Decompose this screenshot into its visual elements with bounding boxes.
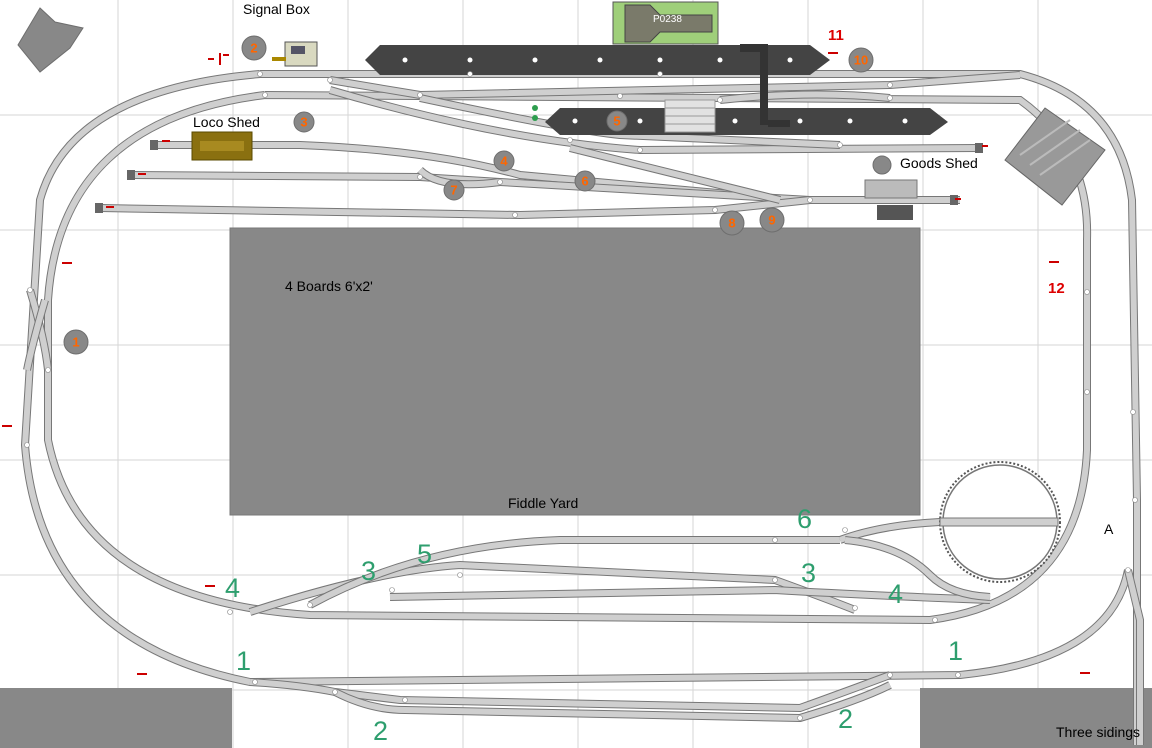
building-icon — [17, 7, 84, 73]
signal-icon — [2, 52, 1090, 675]
corner-board-left — [0, 688, 232, 748]
point-badge-5[interactable]: 5 — [606, 110, 628, 132]
platform-canopy — [664, 99, 716, 133]
fiddle-point-5: 5 — [417, 539, 432, 569]
fiddle-point-1-right: 1 — [948, 636, 963, 666]
signal-box-building — [272, 41, 318, 67]
svg-text:4: 4 — [500, 154, 508, 169]
fiddle-point-1-left: 1 — [236, 646, 251, 676]
track-joints — [24, 71, 1138, 721]
svg-text:2: 2 — [250, 41, 257, 56]
junction-a-label: A — [1104, 521, 1114, 537]
svg-text:3: 3 — [300, 115, 307, 130]
station-building: P0238 — [612, 1, 719, 45]
signal-number-12: 12 — [1048, 280, 1065, 297]
fiddle-point-3-left: 3 — [361, 556, 376, 586]
svg-text:5: 5 — [613, 114, 620, 129]
point-badge-9[interactable]: 9 — [759, 207, 785, 233]
point-badge-7[interactable]: 7 — [443, 179, 465, 201]
buffer-stop-icon — [95, 140, 983, 213]
point-badge-4[interactable]: 4 — [493, 150, 515, 172]
signal-number-11: 11 — [828, 27, 844, 44]
station-building-code: P0238 — [653, 14, 682, 25]
fiddle-yard-label: Fiddle Yard — [508, 495, 578, 511]
point-badge-3[interactable]: 3 — [293, 111, 315, 133]
svg-text:7: 7 — [450, 183, 457, 198]
signal-lamp-green — [532, 115, 538, 121]
point-badge-2[interactable]: 2 — [241, 35, 267, 61]
point-badge-1[interactable]: 1 — [63, 329, 89, 355]
point-badge-10[interactable]: 10 — [848, 47, 874, 73]
point-badge-8[interactable]: 8 — [719, 210, 745, 236]
three-sidings-label: Three sidings — [1056, 724, 1140, 740]
point-badge-goods[interactable] — [872, 155, 892, 175]
boards-label: 4 Boards 6'x2' — [285, 278, 373, 294]
goods-shed-label: Goods Shed — [900, 155, 978, 171]
fiddle-point-3-right: 3 — [801, 558, 816, 588]
svg-text:6: 6 — [581, 174, 588, 189]
svg-text:10: 10 — [854, 53, 868, 68]
signal-box-label: Signal Box — [243, 1, 310, 17]
loco-shed-building — [191, 131, 253, 161]
fiddle-point-4-left: 4 — [225, 573, 240, 603]
signal-lamp-green — [532, 105, 538, 111]
goods-shed-building — [864, 179, 918, 220]
svg-text:8: 8 — [728, 216, 735, 231]
footbridge — [760, 45, 768, 125]
fiddle-point-2-left: 2 — [373, 716, 388, 746]
fiddle-yard-board — [229, 227, 921, 516]
corner-board-right — [920, 688, 1152, 748]
fiddle-point-6: 6 — [797, 504, 812, 534]
fiddle-point-4-right: 4 — [888, 579, 903, 609]
turntable-icon — [939, 461, 1061, 583]
fiddle-point-2-right: 2 — [838, 704, 853, 734]
point-badge-6[interactable]: 6 — [574, 170, 596, 192]
svg-text:9: 9 — [768, 213, 775, 228]
bridge-structure — [1004, 107, 1106, 206]
platform-island — [545, 108, 948, 135]
svg-text:1: 1 — [72, 335, 79, 350]
loco-shed-label: Loco Shed — [193, 114, 260, 130]
